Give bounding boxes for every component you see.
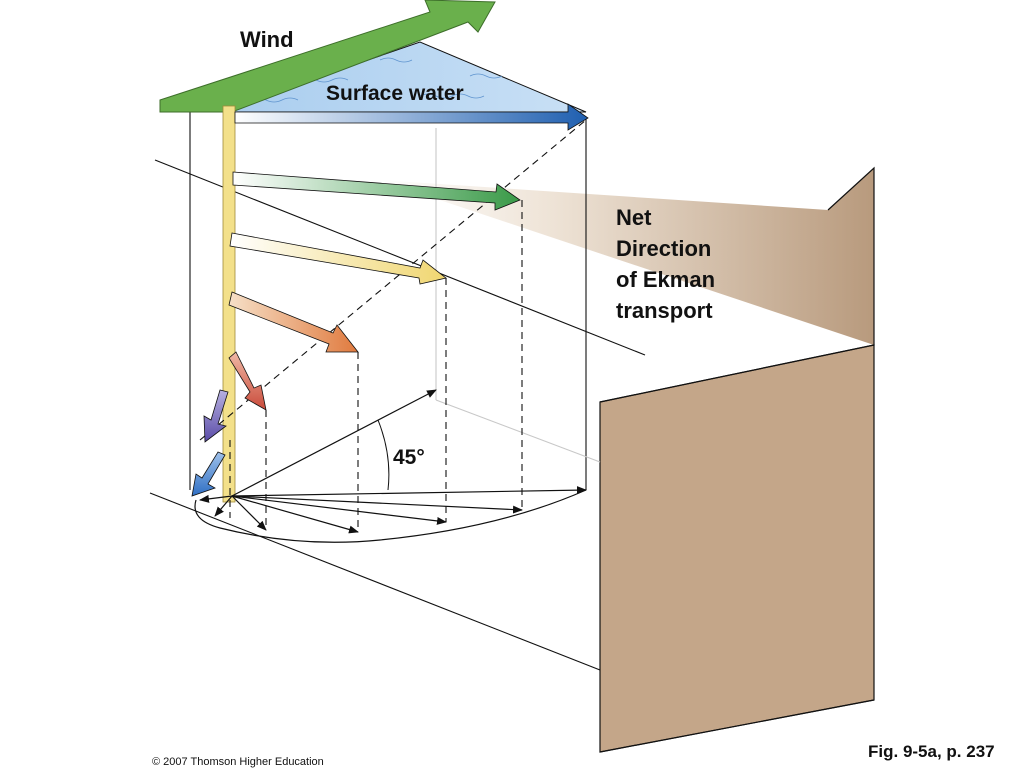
copyright-notice: © 2007 Thomson Higher Education <box>152 756 324 768</box>
wind-label: Wind <box>240 27 294 52</box>
layer-arrow-5 <box>228 351 267 411</box>
net-direction-label-4: transport <box>616 298 713 323</box>
angle-label: 45° <box>393 446 425 469</box>
layer-arrow-7 <box>191 451 226 497</box>
layer-arrow-4 <box>228 291 359 353</box>
reference-planes <box>149 112 646 671</box>
layer-arrow-3 <box>229 232 447 285</box>
ekman-spiral-projection <box>194 389 587 543</box>
surface-water-label: Surface water <box>326 82 464 105</box>
wind-arrow <box>159 0 496 113</box>
net-direction-label-3: of Ekman <box>616 267 715 292</box>
layer-arrow-6 <box>203 389 229 443</box>
ekman-transport-arrow <box>380 166 875 753</box>
net-direction-label-2: Direction <box>616 236 711 261</box>
figure-reference: Fig. 9-5a, p. 237 <box>868 742 995 761</box>
layer-arrow-surface <box>234 103 589 131</box>
layer-velocity-arrows <box>191 103 589 497</box>
projection-lines <box>199 119 587 530</box>
net-direction-label-1: Net <box>616 205 652 230</box>
layer-arrow-2 <box>232 171 521 211</box>
